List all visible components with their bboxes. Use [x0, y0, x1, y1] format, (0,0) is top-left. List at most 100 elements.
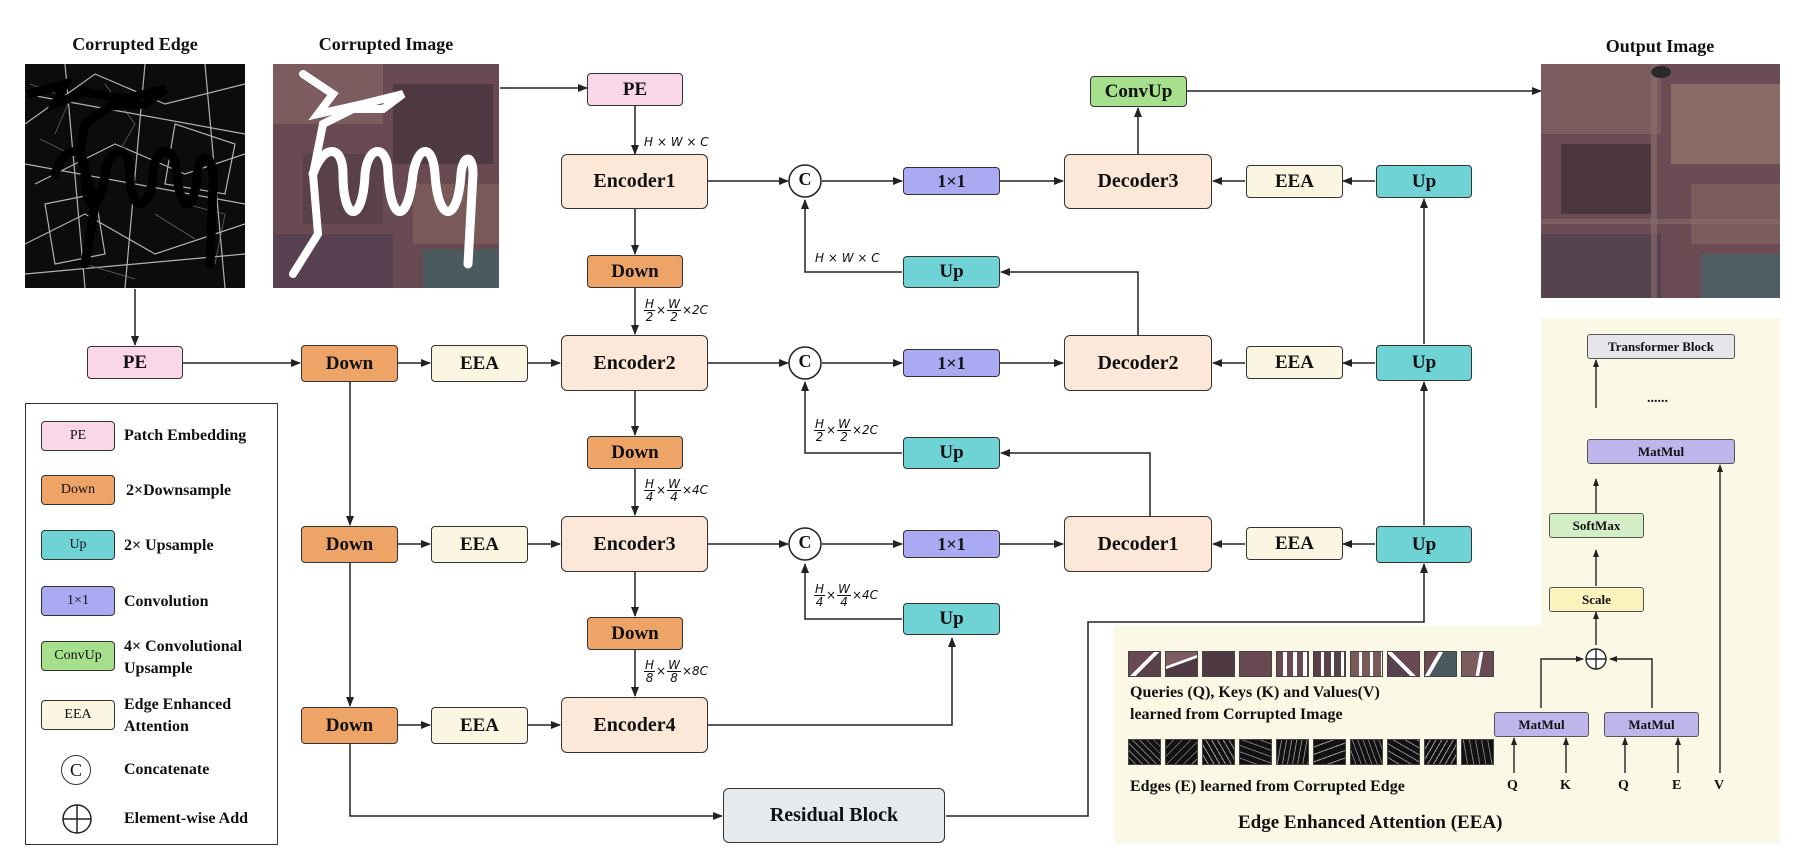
up-to-concat1-arrow [801, 199, 902, 273]
up-block-mid-1: Up [903, 256, 1000, 288]
eea-queries-text-2: learned from Corrupted Image [1130, 706, 1343, 723]
matmul-block-right: MatMul [1604, 712, 1699, 737]
eea-block-encoder2: EEA [431, 345, 528, 382]
query-thumb-5 [1276, 651, 1309, 677]
eea-input-k: K [1560, 778, 1571, 793]
corrupted-edge-image [25, 64, 245, 288]
residual-block: Residual Block [723, 788, 945, 843]
decoder1-block: Decoder1 [1064, 516, 1212, 572]
legend-swatch-concat: C [61, 755, 91, 785]
eea-panel-title: Edge Enhanced Attention (EEA) [1238, 812, 1503, 833]
encoder2-block: Encoder2 [561, 335, 708, 391]
eea-block-decoder3: EEA [1246, 165, 1343, 198]
down-block-mid-1: Down [587, 255, 683, 288]
down-block-left-1: Down [301, 345, 398, 382]
edge-thumb-3 [1202, 739, 1235, 765]
up-block-mid-3: Up [903, 603, 1000, 635]
eea-add-icon [1585, 648, 1607, 670]
corrupted-edge-title: Corrupted Edge [72, 34, 198, 54]
up-block-right-2: Up [1376, 345, 1472, 381]
legend-text-conv: Convolution [124, 593, 209, 610]
down-block-left-2: Down [301, 526, 398, 563]
edge-thumb-1 [1128, 739, 1161, 765]
concat-label-2: C [798, 351, 812, 371]
dim-label-concat1: H × W × C [815, 251, 880, 265]
legend-text-up: 2× Upsample [124, 537, 214, 554]
legend: PE Patch Embedding Down 2×Downsample Up … [25, 403, 278, 845]
pe-block-image: PE [587, 73, 683, 106]
decoder2-to-up-arrow [1000, 268, 1139, 335]
element-wise-add-icon [62, 804, 92, 834]
query-thumb-2 [1165, 651, 1198, 677]
transformer-dots: ...... [1647, 391, 1668, 406]
matmul-block-left: MatMul [1494, 712, 1589, 737]
legend-text-add: Element-wise Add [124, 810, 248, 827]
output-image [1541, 64, 1780, 298]
encoder4-block: Encoder4 [561, 697, 708, 753]
edge-thumb-10 [1461, 739, 1494, 765]
decoder1-to-up-arrow [1000, 449, 1151, 516]
pe-block-edge: PE [87, 346, 183, 379]
eea-input-q2: Q [1618, 778, 1629, 793]
conv-block-1: 1×1 [903, 167, 1000, 195]
concat-label-1: C [798, 169, 812, 189]
eea-block-encoder3: EEA [431, 526, 528, 563]
transformer-block: Transformer Block [1587, 334, 1735, 359]
eea-block-encoder4: EEA [431, 707, 528, 744]
down-block-mid-2: Down [587, 436, 683, 469]
query-thumb-4 [1239, 651, 1272, 677]
up-block-right-1: Up [1376, 165, 1472, 198]
query-thumb-3 [1202, 651, 1235, 677]
query-thumb-1 [1128, 651, 1161, 677]
legend-swatch-convup: ConvUp [41, 641, 115, 671]
query-thumb-10 [1461, 651, 1494, 677]
legend-swatch-eea: EEA [41, 700, 115, 730]
edge-thumb-8 [1387, 739, 1420, 765]
convup-block: ConvUp [1090, 76, 1187, 107]
query-thumb-8 [1387, 651, 1420, 677]
encoder4-to-up-arrow [708, 637, 956, 726]
legend-swatch-down: Down [41, 475, 115, 505]
legend-swatch-conv: 1×1 [41, 586, 115, 616]
edge-thumb-6 [1313, 739, 1346, 765]
up-to-concat3-arrow [801, 563, 902, 620]
conv-block-3: 1×1 [903, 530, 1000, 558]
softmax-block: SoftMax [1549, 513, 1644, 538]
residual-to-up-arrow [946, 563, 1428, 817]
down-block-mid-3: Down [587, 617, 683, 650]
eea-input-v: V [1714, 778, 1725, 793]
down3-to-residual-arrow [349, 744, 723, 820]
conv-block-2: 1×1 [903, 349, 1000, 377]
matmul-block-top: MatMul [1587, 439, 1735, 464]
decoder2-block: Decoder2 [1064, 335, 1212, 391]
up-block-right-3: Up [1376, 526, 1472, 563]
legend-text-eea: Edge Enhanced Attention [124, 696, 232, 735]
edge-thumb-2 [1165, 739, 1198, 765]
query-thumb-9 [1424, 651, 1457, 677]
scale-block: Scale [1549, 587, 1644, 612]
eea-edges-text: Edges (E) learned from Corrupted Edge [1130, 778, 1405, 795]
query-thumb-6 [1313, 651, 1346, 677]
up-block-mid-2: Up [903, 437, 1000, 469]
eea-input-q1: Q [1507, 778, 1518, 793]
eea-input-e: E [1672, 778, 1682, 793]
legend-text-convup: 4× Convolutional Upsample [124, 638, 243, 677]
eea-block-decoder1: EEA [1246, 527, 1343, 560]
encoder1-block: Encoder1 [561, 154, 708, 209]
eea-block-decoder2: EEA [1246, 346, 1343, 379]
dim-label-encoder1: H × W × C [644, 135, 709, 149]
concat-circles [788, 164, 822, 561]
up-to-concat2-arrow [801, 381, 902, 454]
encoder3-block: Encoder3 [561, 516, 708, 572]
edge-thumb-5 [1276, 739, 1309, 765]
down-block-left-3: Down [301, 707, 398, 744]
edge-thumb-9 [1424, 739, 1457, 765]
concat-label-3: C [798, 532, 812, 552]
